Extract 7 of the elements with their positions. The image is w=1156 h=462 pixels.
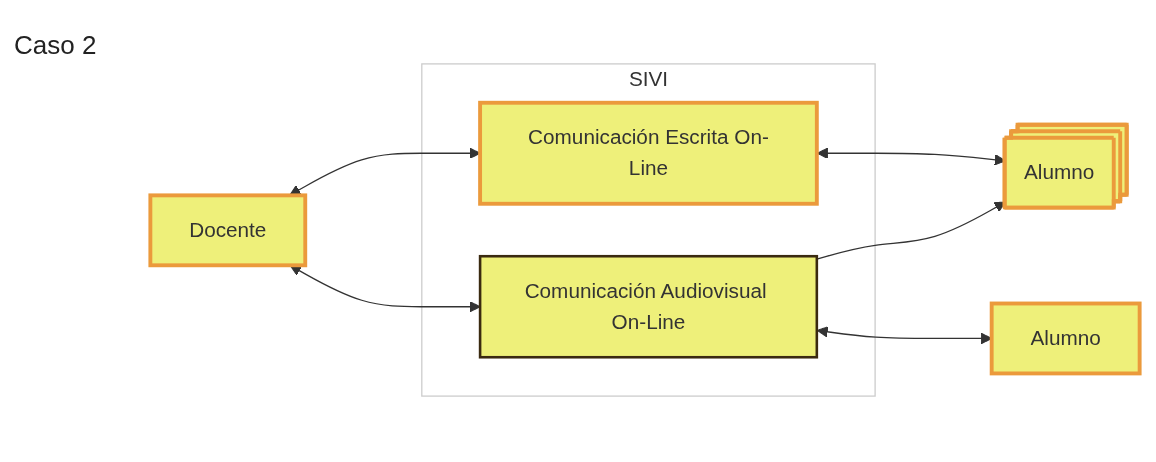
- node-box: Alumno: [989, 301, 1142, 376]
- diagram-title: Caso 2: [14, 30, 97, 61]
- arrow: [816, 201, 1006, 260]
- node-box: Comunicación Escrita On-Line: [478, 100, 819, 206]
- arrow: [289, 265, 481, 313]
- node-box: Comunicación Audiovisual On-Line: [478, 254, 819, 359]
- node-box: Docente: [148, 193, 308, 268]
